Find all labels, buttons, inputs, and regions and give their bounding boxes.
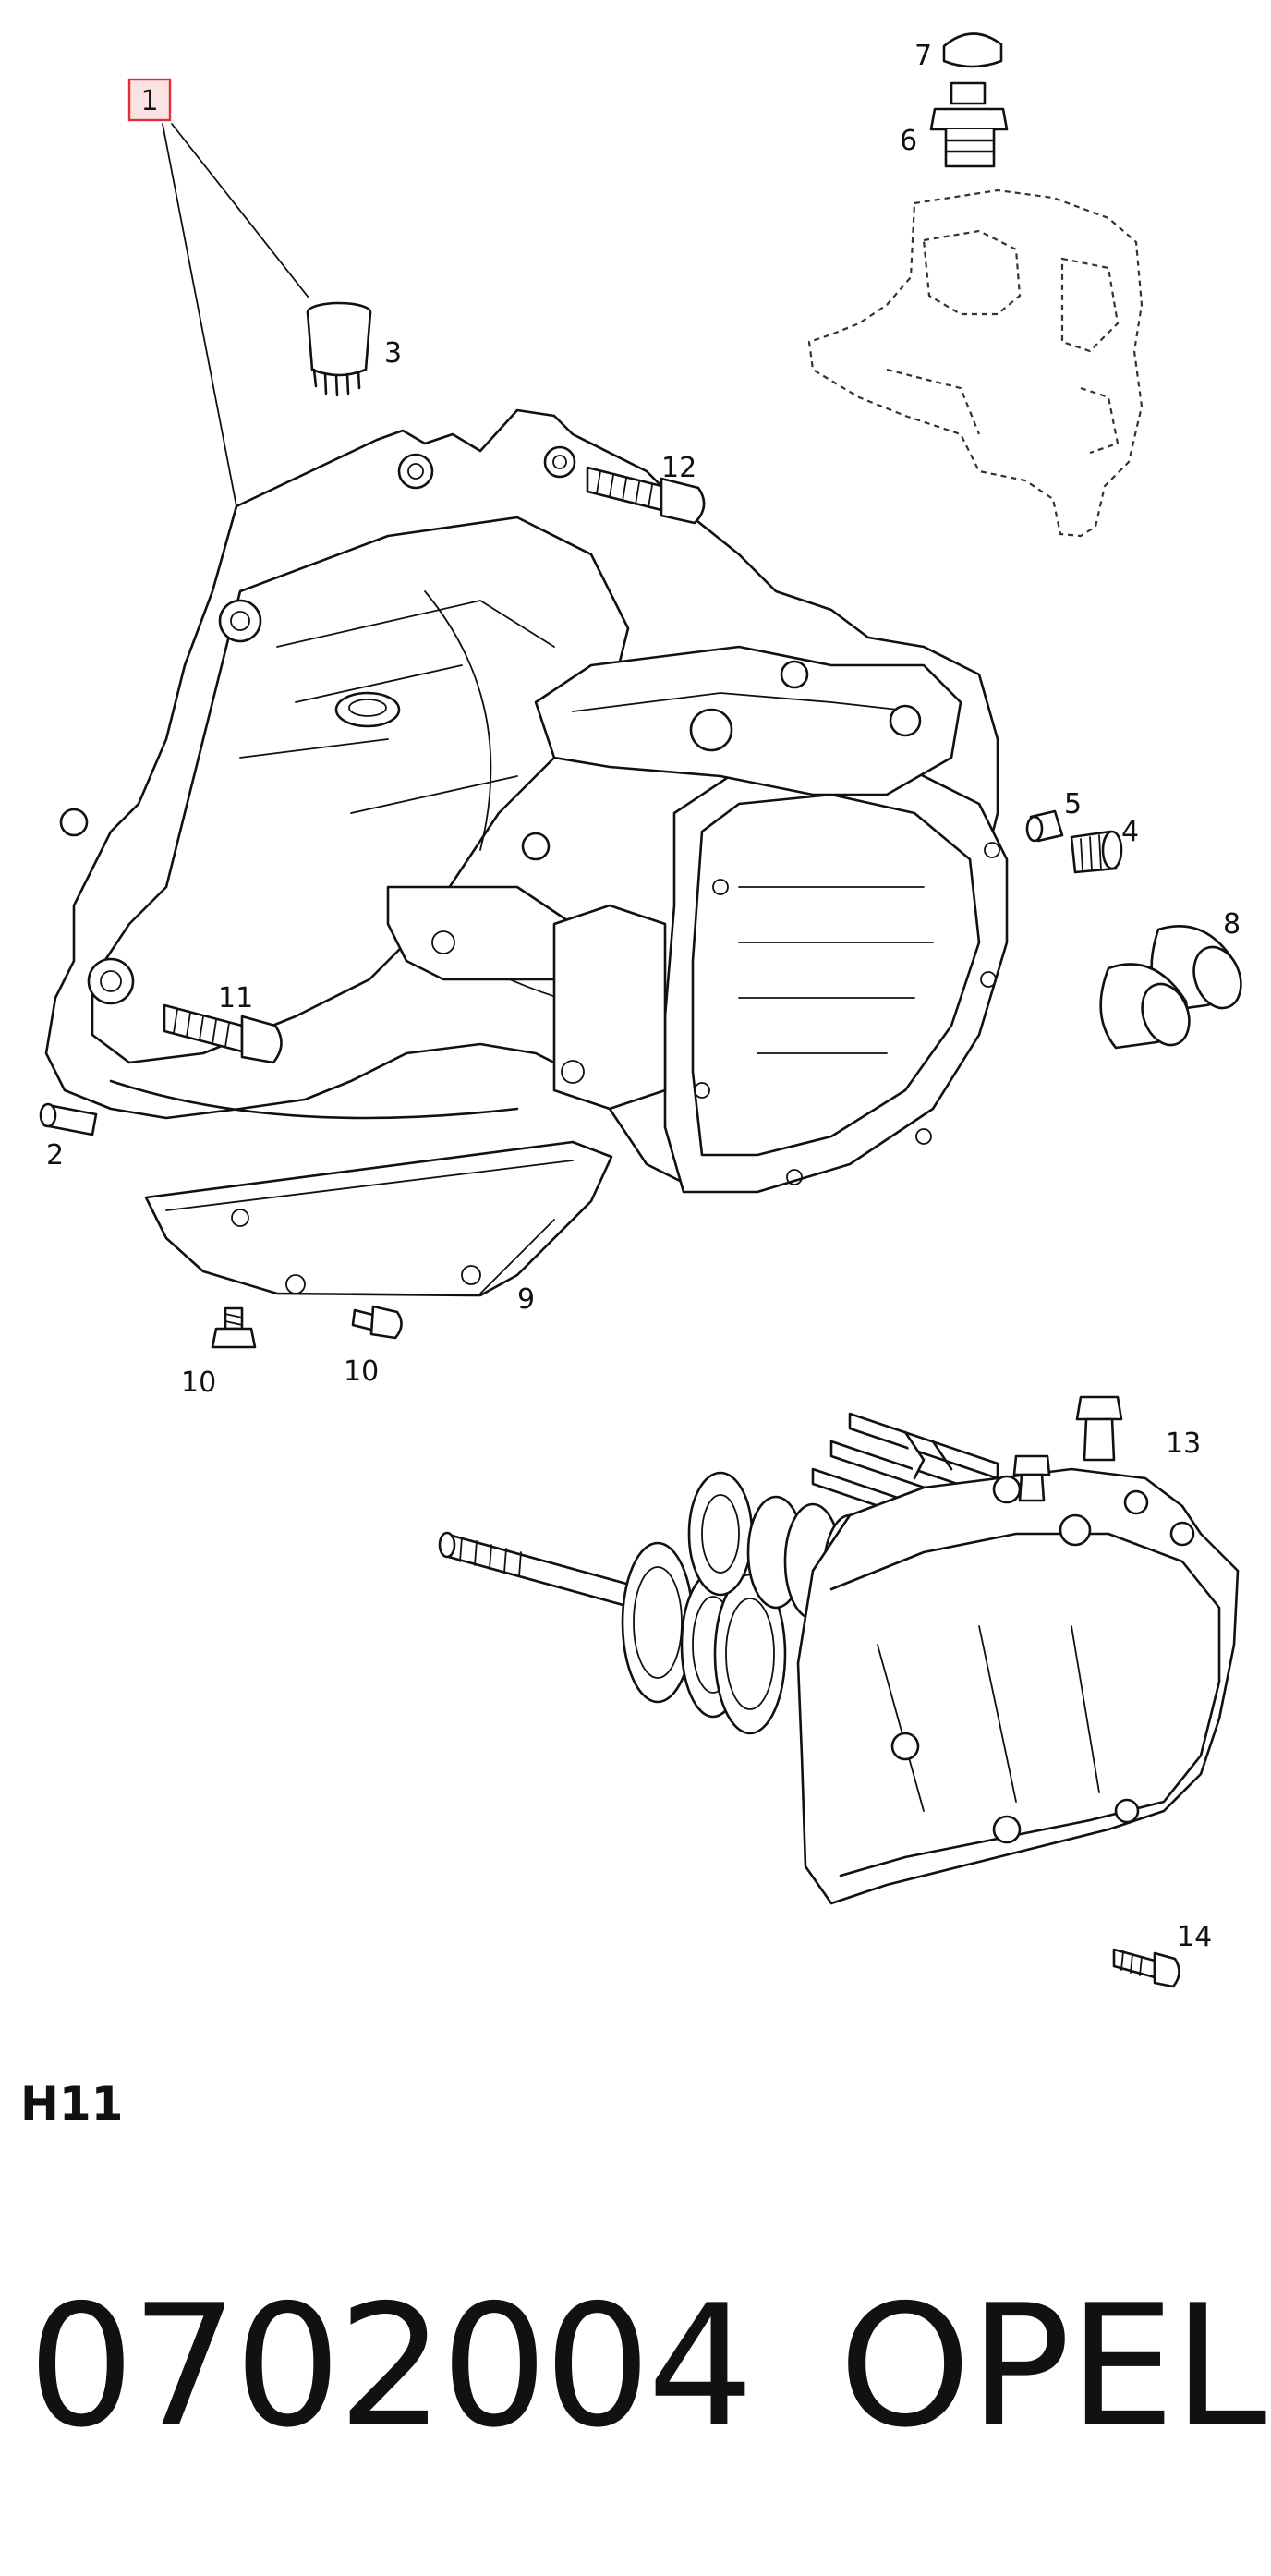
callout-10b: 10 — [344, 1355, 379, 1388]
callout-10a: 10 — [181, 1367, 216, 1399]
part-4-plug — [1070, 830, 1123, 874]
part-10-screw-a — [211, 1306, 257, 1349]
part-10-screw-b — [351, 1305, 403, 1340]
callout-14: 14 — [1177, 1921, 1212, 1953]
gearbox-housing — [44, 408, 1009, 1194]
callout-6: 6 — [900, 125, 917, 157]
part-11-bolt — [163, 1003, 283, 1064]
part-5-pin — [1025, 809, 1064, 843]
callout-5: 5 — [1064, 788, 1082, 820]
callout-3: 3 — [384, 337, 402, 370]
leader-line-1-to-3 — [171, 123, 309, 298]
part-8-rings — [1099, 925, 1242, 1050]
part-14-screw — [1112, 1948, 1180, 1988]
callout-7: 7 — [914, 40, 932, 72]
part-2-pin — [39, 1102, 98, 1136]
callout-8: 8 — [1223, 908, 1241, 941]
brand-name: OPEL — [839, 2268, 1266, 2464]
part-12-bolt — [586, 466, 706, 525]
callout-11: 11 — [218, 982, 253, 1015]
callout-2: 2 — [46, 1139, 64, 1172]
leader-line-1-to-housing — [162, 123, 237, 507]
callout-9: 9 — [517, 1283, 535, 1316]
part-6-breather — [929, 81, 1009, 168]
ghost-housing-dashed — [807, 188, 1144, 538]
section-code: H11 — [20, 2077, 124, 2131]
gearset-assembly — [438, 1395, 1240, 1905]
callout-1-label: 1 — [140, 85, 158, 117]
callout-4: 4 — [1121, 816, 1139, 848]
callout-12: 12 — [661, 452, 696, 484]
part-9-cover-plate — [144, 1140, 613, 1297]
callout-13: 13 — [1166, 1428, 1201, 1460]
part-7-cap — [942, 32, 1003, 68]
callout-1[interactable]: 1 — [127, 78, 172, 122]
part-number: 0702004 — [28, 2268, 755, 2464]
part-3-seal — [306, 301, 372, 397]
